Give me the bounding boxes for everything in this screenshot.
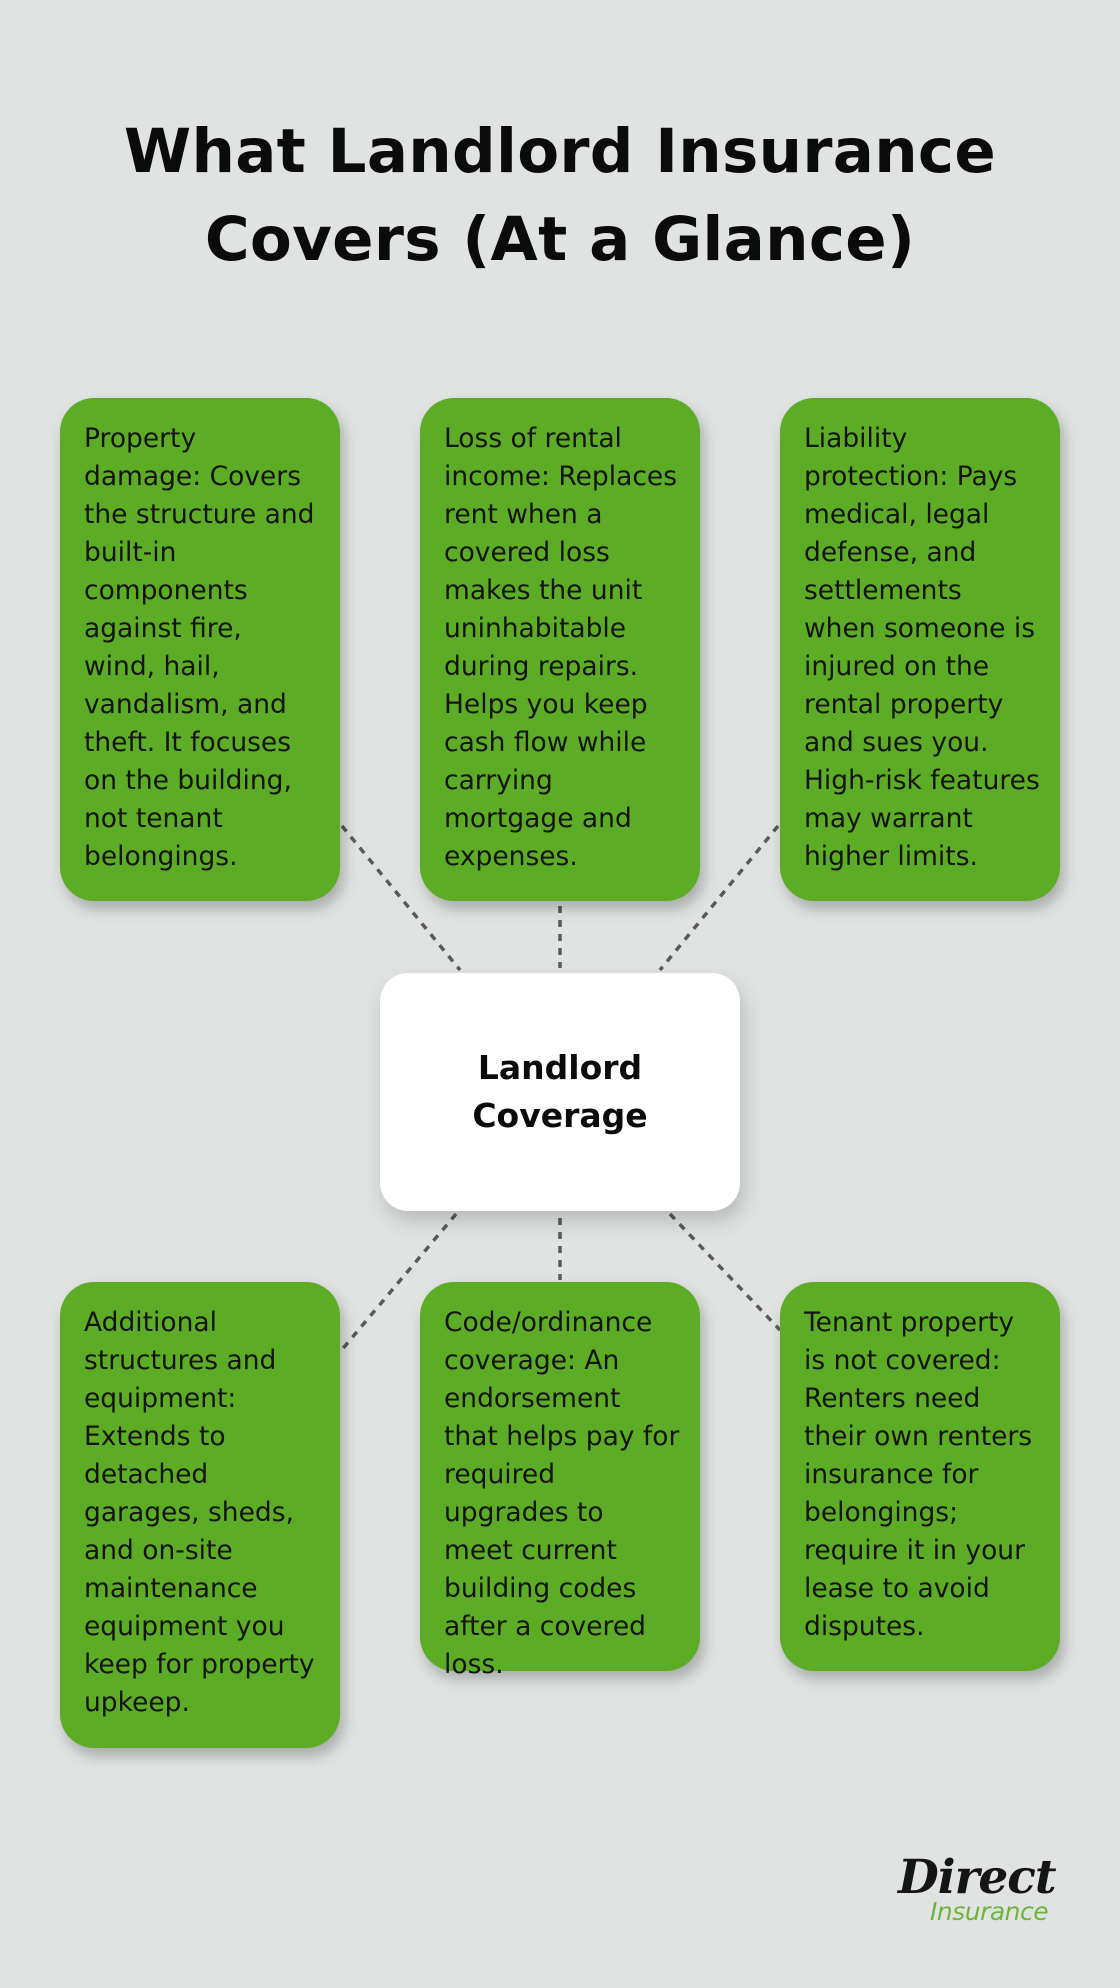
card-property-damage-text: Property damage: Covers the structure an… [84, 423, 315, 872]
card-additional-structures-text: Additional structures and equipment: Ext… [84, 1307, 315, 1718]
card-loss-of-rental-income: Loss of rental income: Replaces rent whe… [420, 398, 700, 901]
center-line-1: Landlord [477, 1048, 643, 1087]
card-property-damage: Property damage: Covers the structure an… [60, 398, 340, 901]
logo-wordmark-insurance: Insurance [930, 1897, 1049, 1926]
connector-liability-protection [658, 824, 780, 972]
card-additional-structures: Additional structures and equipment: Ext… [60, 1282, 340, 1748]
title-line-2: Covers (At a Glance) [204, 204, 916, 275]
card-code-ordinance: Code/ordinance coverage: An endorsement … [420, 1282, 700, 1680]
title-line-1: What Landlord Insurance [123, 116, 997, 187]
connector-property-damage [340, 824, 462, 972]
page-title: What Landlord Insurance Covers (At a Gla… [0, 108, 1120, 284]
card-liability-protection: Liability protection: Pays medical, lega… [780, 398, 1060, 901]
card-loss-of-rental-income-text: Loss of rental income: Replaces rent whe… [444, 423, 678, 872]
center-node: Landlord Coverage [380, 973, 740, 1211]
logo-wordmark-direct: Direct [898, 1850, 1057, 1905]
direct-insurance-logo: Direct Insurance [898, 1852, 1058, 1932]
card-tenant-property: Tenant property is not covered: Renters … [780, 1282, 1060, 1671]
connector-additional-structures [338, 1212, 458, 1354]
center-line-2: Coverage [472, 1096, 648, 1135]
card-tenant-property-text: Tenant property is not covered: Renters … [804, 1307, 1033, 1642]
card-code-ordinance-text: Code/ordinance coverage: An endorsement … [444, 1307, 680, 1680]
card-liability-protection-text: Liability protection: Pays medical, lega… [804, 423, 1040, 872]
